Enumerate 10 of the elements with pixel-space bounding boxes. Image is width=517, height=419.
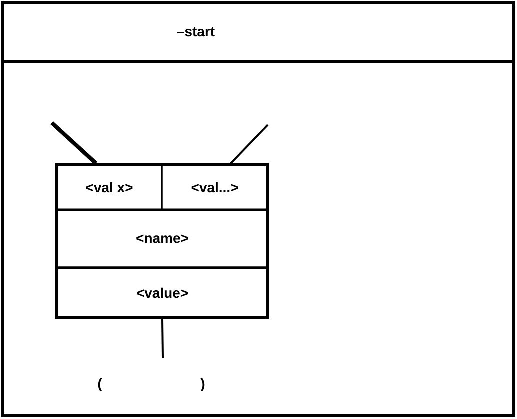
record-cell: <value> — [56, 266, 270, 320]
record-cell: <val...> — [161, 164, 269, 211]
line — [50, 122, 98, 165]
record-cell: <name> — [56, 208, 270, 270]
record-box — [56, 164, 270, 320]
line — [230, 124, 269, 164]
line — [162, 320, 164, 358]
parenthesis: ) — [200, 378, 205, 392]
parenthesis: ( — [98, 378, 102, 392]
record-cell: <val x> — [56, 164, 163, 211]
